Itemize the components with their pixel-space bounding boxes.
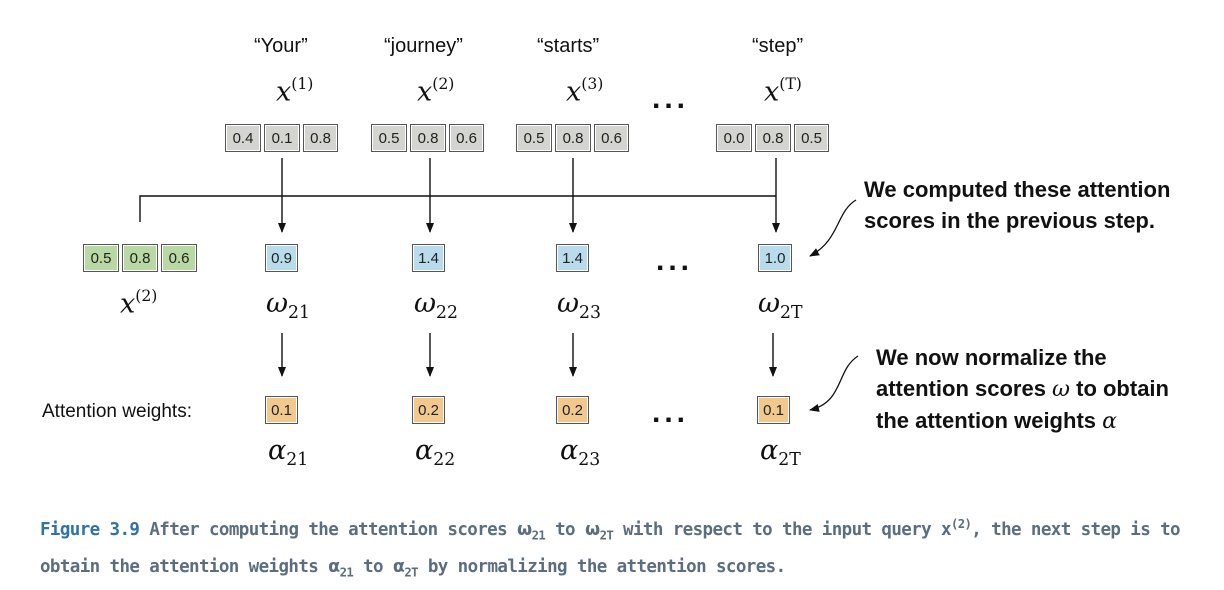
ellipsis-scores: ... (656, 244, 694, 277)
input-2-cell-2: 0.8 (410, 124, 446, 152)
weight-cell-21: 0.1 (265, 396, 298, 424)
token-word-T: “step” (752, 35, 804, 57)
score-label-2T: ω2T (758, 288, 803, 324)
input-3-cell-2: 0.8 (555, 124, 591, 152)
input-label-3: x(3) (566, 74, 604, 108)
note-computed-scores: We computed these attention scores in th… (864, 174, 1170, 236)
query-bus-line (139, 195, 776, 222)
note-normalize-line-2: attention scores ω to obtain (876, 376, 1169, 402)
figure-number: Figure 3.9 (40, 519, 140, 540)
attention-weights-label: Attention weights: (42, 401, 192, 422)
token-word-1: “Your” (254, 35, 308, 57)
score-cell-2T: 1.0 (758, 244, 792, 272)
input-T-cell-1: 0.0 (716, 124, 752, 152)
weight-label-2T: α2T (760, 435, 801, 471)
note-normalize-line-3: the attention weights α (876, 408, 1117, 434)
input-label-2: x(2) (417, 74, 455, 108)
query-cell-1: 0.5 (83, 244, 119, 272)
token-word-2: “journey” (384, 35, 463, 57)
weight-cell-2T: 0.1 (757, 396, 790, 424)
input-2-cell-1: 0.5 (371, 124, 407, 152)
note-normalize-line-1: We now normalize the (876, 345, 1107, 370)
input-T-cell-3: 0.5 (794, 124, 829, 152)
input-2-cell-3: 0.6 (449, 124, 484, 152)
score-label-22: ω22 (414, 288, 459, 324)
note-computed-line-2: scores in the previous step. (864, 208, 1155, 233)
input-1-cell-3: 0.8 (303, 124, 338, 152)
score-cell-22: 1.4 (412, 244, 445, 272)
input-1-cell-1: 0.4 (225, 124, 261, 152)
input-1-cell-2: 0.1 (264, 124, 300, 152)
callout-arrow-computed (809, 199, 857, 257)
score-label-21: ω21 (266, 288, 311, 324)
ellipsis-weights: ... (652, 396, 690, 429)
input-T-cell-2: 0.8 (755, 124, 791, 152)
query-cell-2: 0.8 (122, 244, 158, 272)
score-cell-21: 0.9 (265, 244, 298, 272)
input-label-1: x(1) (276, 74, 314, 108)
score-label-23: ω23 (557, 288, 602, 324)
ellipsis-inputs: ... (652, 82, 690, 115)
note-normalize: We now normalize the attention scores ω … (876, 342, 1169, 437)
weight-label-21: α21 (268, 435, 309, 471)
callout-arrow-normalize (809, 355, 859, 412)
query-cell-3: 0.6 (161, 244, 197, 272)
weight-label-22: α22 (415, 435, 456, 471)
token-word-3: “starts” (537, 35, 600, 57)
weight-label-23: α23 (560, 435, 601, 471)
query-label: x(2) (120, 286, 158, 320)
weight-cell-23: 0.2 (556, 396, 589, 424)
input-3-cell-3: 0.6 (594, 124, 629, 152)
weight-cell-22: 0.2 (412, 396, 445, 424)
note-computed-line-1: We computed these attention (864, 177, 1171, 202)
score-cell-23: 1.4 (556, 244, 589, 272)
input-label-T: x(T) (764, 74, 802, 108)
input-3-cell-1: 0.5 (516, 124, 552, 152)
